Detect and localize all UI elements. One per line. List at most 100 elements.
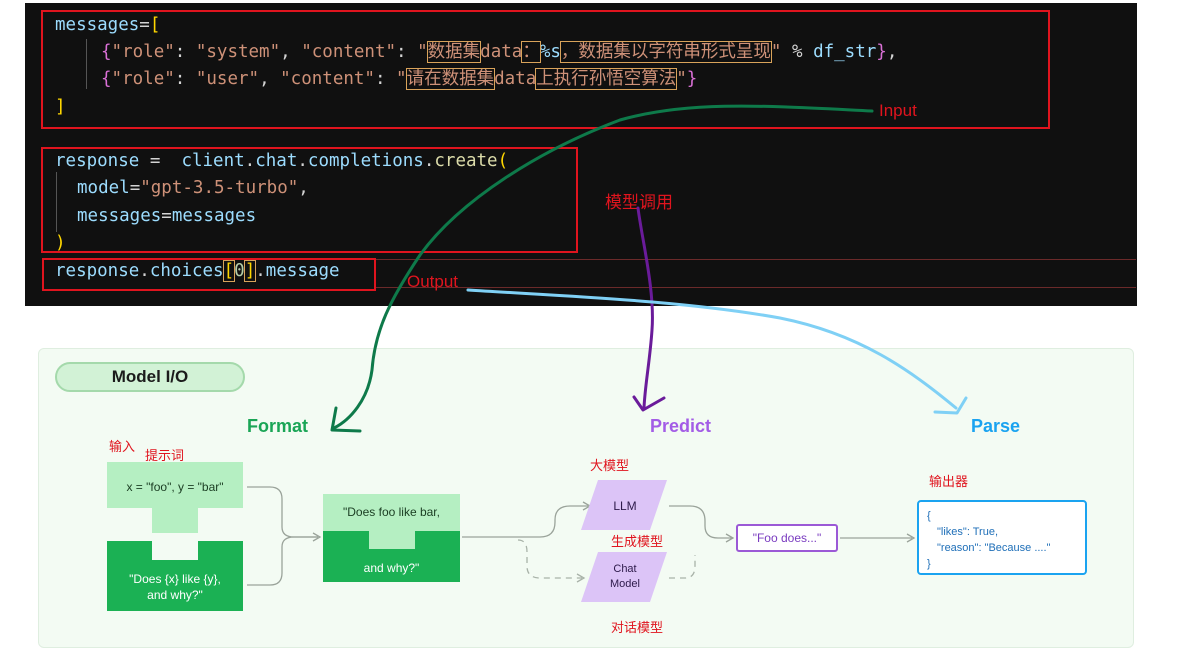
code-token: data xyxy=(494,69,537,89)
model-call-highlight-box xyxy=(41,147,578,253)
code-token: messages xyxy=(55,15,140,35)
template-block xyxy=(107,541,243,611)
code-token: messages xyxy=(171,206,257,226)
code-token: 请在数据集 xyxy=(405,68,496,90)
code-token: = xyxy=(161,206,172,226)
code-token: chat xyxy=(255,151,298,171)
chat-model-label-line2: Model xyxy=(610,578,640,590)
code-token: response xyxy=(55,151,140,171)
template-text-line2: and why?" xyxy=(147,588,203,602)
indent-guide xyxy=(86,39,87,89)
variables-block xyxy=(107,462,243,533)
code-line-messages-arg: messages=messages xyxy=(77,205,256,227)
connector-line xyxy=(247,486,318,538)
code-editor-panel xyxy=(25,3,1137,306)
model-call-arrow xyxy=(636,206,654,410)
output-highlight-box xyxy=(42,258,376,291)
prompt-label: 提示词 xyxy=(145,448,185,463)
code-token: "content" xyxy=(280,69,375,89)
json-open-brace: { xyxy=(927,510,931,522)
generation-model-label: 生成模型 xyxy=(611,534,664,549)
code-line-messages-close: ] xyxy=(55,96,66,118)
code-token: "role" xyxy=(111,69,175,89)
code-token: create xyxy=(434,151,498,171)
code-token: 数据集 xyxy=(426,41,482,63)
json-line-reason: "reason": "Because ...." xyxy=(937,542,1051,554)
code-token: 上执行孙悟空算法 xyxy=(535,68,678,90)
model-call-annotation: 模型调用 xyxy=(605,193,673,212)
parsed-output-box: { "likes": True, "reason": "Because ....… xyxy=(917,500,1087,575)
code-token: "role" xyxy=(111,42,175,62)
arrowhead xyxy=(312,532,322,542)
code-token: completions xyxy=(307,151,424,171)
code-token: ： xyxy=(521,41,541,63)
dashed-connector xyxy=(669,555,696,579)
arrowhead xyxy=(576,573,586,583)
arrowhead xyxy=(906,533,916,543)
formatted-prompt-line2: and why?" xyxy=(363,561,420,575)
input-annotation: Input xyxy=(879,101,917,120)
code-token: %s xyxy=(539,42,561,62)
code-line-messages-open: messages=[ xyxy=(55,14,160,36)
model-call-arrowhead xyxy=(632,395,666,412)
parse-stage-title: Parse xyxy=(971,416,1021,436)
output-arrowhead xyxy=(933,396,968,415)
code-token: " xyxy=(396,69,407,89)
input-arrowhead xyxy=(330,406,362,433)
code-token: " xyxy=(417,42,428,62)
code-token: "content" xyxy=(301,42,397,62)
formatted-prompt-line1: "Does foo like bar, xyxy=(343,505,440,519)
code-line-output: response.choices[0].message xyxy=(55,260,340,282)
llm-cn-label: 大模型 xyxy=(590,458,630,473)
chat-model-cn-label: 对话模型 xyxy=(611,620,664,635)
code-line-close-paren: ) xyxy=(55,232,66,254)
template-text-line1: "Does {x} like {y}, xyxy=(129,572,221,586)
code-token: , xyxy=(280,42,302,62)
code-token: model xyxy=(77,178,130,198)
output-annotation: Output xyxy=(407,272,459,291)
code-token: ] xyxy=(243,260,257,282)
code-token: = xyxy=(129,178,141,198)
connector-line xyxy=(669,505,732,539)
code-token: : xyxy=(174,69,196,89)
formatted-prompt-top xyxy=(323,494,460,549)
code-token: 0 xyxy=(234,261,245,281)
connector-line xyxy=(462,505,588,538)
output-arrow xyxy=(466,288,958,410)
model-output-box: "Foo does..." xyxy=(736,524,838,552)
indent-guide xyxy=(56,172,57,232)
code-token: { xyxy=(101,69,112,89)
code-token: = xyxy=(139,15,150,35)
code-token: ，数据集以字符串形式呈现 xyxy=(559,41,772,63)
input-highlight-box xyxy=(41,10,1050,129)
code-token: ( xyxy=(497,151,509,171)
code-token: " xyxy=(770,42,782,62)
code-token: , xyxy=(298,178,309,198)
code-token: . xyxy=(423,151,435,171)
code-token: . xyxy=(139,261,150,281)
code-token: { xyxy=(101,42,112,62)
arrowhead xyxy=(725,533,735,543)
code-line-user-message: {"role": "user", "content": "请在数据集data上执… xyxy=(101,68,697,90)
dashed-connector xyxy=(517,539,582,579)
format-stage-title: Format xyxy=(247,416,309,436)
code-token: : xyxy=(396,42,418,62)
code-token: . xyxy=(244,151,256,171)
line-separator xyxy=(376,259,1136,260)
input-label: 输入 xyxy=(109,439,136,454)
chat-model-label-line1: Chat xyxy=(613,563,637,575)
input-arrow xyxy=(332,104,874,430)
code-token: ] xyxy=(55,97,66,117)
code-token: , xyxy=(259,69,281,89)
code-token: [ xyxy=(149,15,161,35)
code-token: ) xyxy=(55,233,66,253)
code-token: . xyxy=(297,151,308,171)
code-token: "gpt-3.5-turbo" xyxy=(140,178,299,198)
output-parser-label: 输出器 xyxy=(929,474,969,489)
predict-stage-title: Predict xyxy=(650,416,712,436)
code-token: , xyxy=(886,42,898,62)
variables-text: x = "foo", y = "bar" xyxy=(126,480,224,494)
code-token: "system" xyxy=(195,42,281,62)
model-io-title: Model I/O xyxy=(55,362,245,392)
